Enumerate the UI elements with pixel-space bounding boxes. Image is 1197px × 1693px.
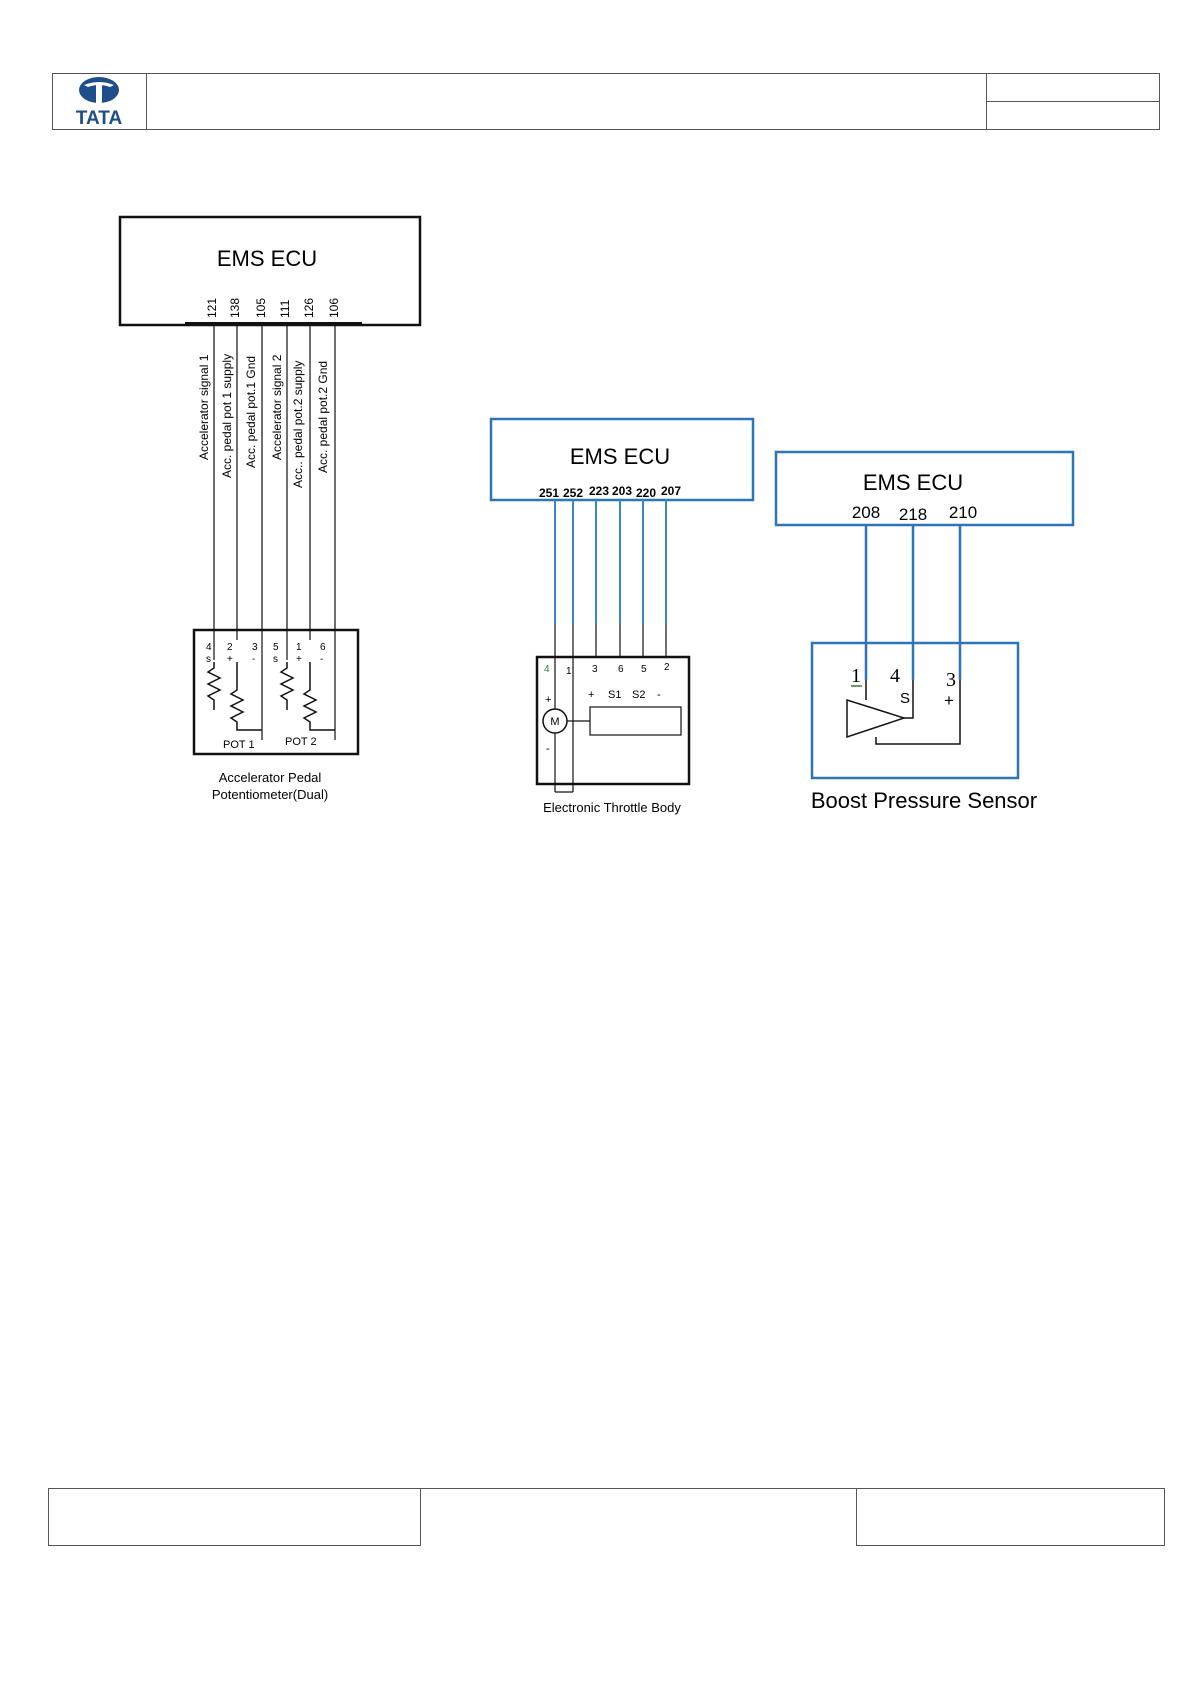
pedal-signal-5: Acc.. pedal pot.2 supply (291, 361, 305, 488)
footer-cell-right (856, 1488, 1165, 1546)
boost-internal-wiring (846, 680, 961, 745)
throttle-pin-1: 251 (539, 486, 559, 500)
pedal-conn-mark-3: - (252, 654, 255, 665)
pedal-caption-line2: Potentiometer(Dual) (212, 787, 328, 802)
logo-text: TATA (76, 108, 123, 129)
boost-sensor-pin-2: 4 (890, 665, 900, 687)
boost-ecu-box (774, 450, 1075, 527)
boost-diagram: EMS ECU 208 218 210 1 4 3 S + Boost Pres… (774, 450, 1075, 813)
throttle-conn-pin-6: 2 (664, 662, 670, 673)
pedal-conn-mark-5: + (296, 654, 302, 665)
throttle-conn-pin-2: 1 (566, 666, 572, 677)
throttle-pin-5: 220 (636, 486, 656, 500)
tata-logo: TATA (76, 77, 123, 129)
throttle-conn-pin-5: 5 (641, 664, 647, 675)
throttle-pin-6: 207 (661, 484, 681, 498)
boost-caption: Boost Pressure Sensor (811, 788, 1037, 813)
tata-emblem-icon (79, 77, 119, 103)
throttle-wires (554, 500, 667, 658)
throttle-pin-4: 203 (612, 484, 632, 498)
boost-pin-3: 210 (949, 503, 977, 522)
throttle-diagram: EMS ECU 251 252 223 203 220 207 4 1 (489, 417, 755, 815)
header-logo-cell: TATA (52, 73, 147, 130)
throttle-s2-label: S2 (632, 689, 645, 701)
pot1-label: POT 1 (223, 739, 255, 751)
pedal-conn-pin-5: 1 (296, 642, 302, 653)
boost-plus-label: + (944, 691, 954, 710)
motor-icon (542, 708, 568, 734)
pedal-signal-6: Acc. pedal pot.2 Gnd (316, 361, 330, 473)
pedal-conn-pin-4: 5 (273, 642, 279, 653)
pedal-pin-2: 138 (228, 298, 242, 318)
boost-sensor-pin-1: 1 (851, 665, 861, 687)
pedal-conn-pin-6: 6 (320, 642, 326, 653)
pedal-signal-4: Accelerator signal 2 (270, 354, 284, 460)
pedal-pin-4: 111 (278, 299, 292, 318)
throttle-minus-label: - (657, 689, 661, 701)
pedal-conn-mark-1: s (206, 654, 211, 665)
throttle-pin-3: 223 (589, 484, 609, 498)
throttle-conn-pin-4: 6 (618, 664, 624, 675)
boost-sensor-pin-3: 3 (946, 669, 956, 691)
boost-wires (864, 525, 962, 680)
pedal-pin-5: 126 (302, 298, 316, 318)
pedal-conn-pin-2: 2 (227, 642, 233, 653)
throttle-internal-wiring (554, 658, 682, 793)
pedal-caption-line1: Accelerator Pedal (219, 770, 322, 785)
throttle-caption: Electronic Throttle Body (543, 800, 681, 815)
footer-cell-left (48, 1488, 421, 1546)
pedal-signal-1: Accelerator signal 1 (197, 354, 211, 460)
pedal-conn-pin-1: 4 (206, 642, 212, 653)
throttle-minus-left: - (546, 743, 550, 755)
pedal-diagram: EMS ECU 121 138 105 111 126 106 Accelera… (118, 215, 422, 802)
boost-sensor-box (810, 641, 1020, 780)
throttle-ecu-box (489, 417, 755, 502)
pedal-signal-2: Acc. pedal pot 1 supply (220, 354, 234, 478)
throttle-ecu-title: EMS ECU (570, 444, 670, 469)
pedal-conn-mark-2: + (227, 654, 233, 665)
pot2-label: POT 2 (285, 736, 317, 748)
boost-ecu-title: EMS ECU (863, 470, 963, 495)
pedal-pin-1: 121 (205, 298, 219, 318)
pedal-pin-6: 106 (327, 298, 341, 318)
throttle-conn-pin-1: 4 (544, 664, 550, 675)
pedal-conn-mark-4: s (273, 654, 278, 665)
throttle-body-box (535, 655, 691, 786)
boost-pin-2: 218 (899, 505, 927, 524)
pedal-conn-mark-6: - (320, 654, 323, 665)
motor-label: M (550, 716, 559, 728)
footer-cell-middle (420, 1488, 857, 1546)
pedal-wires (213, 325, 336, 740)
header-right-divider (986, 101, 1160, 102)
pedal-conn-pin-3: 3 (252, 642, 258, 653)
pedal-connector-box (192, 628, 360, 756)
throttle-s1-label: S1 (608, 689, 621, 701)
pedal-pin-3: 105 (254, 298, 268, 318)
pedal-ecu-box (118, 215, 422, 327)
throttle-plus-left: + (545, 694, 551, 706)
boost-s-label: S (900, 690, 910, 707)
boost-pin-1: 208 (852, 503, 880, 522)
throttle-pin-2: 252 (563, 486, 583, 500)
pedal-resistors (206, 662, 335, 731)
pedal-signal-3: Acc. pedal pot.1 Gnd (244, 356, 258, 468)
throttle-conn-pin-3: 3 (592, 664, 598, 675)
pedal-ecu-title: EMS ECU (217, 246, 317, 271)
throttle-plus-label: + (588, 689, 594, 701)
